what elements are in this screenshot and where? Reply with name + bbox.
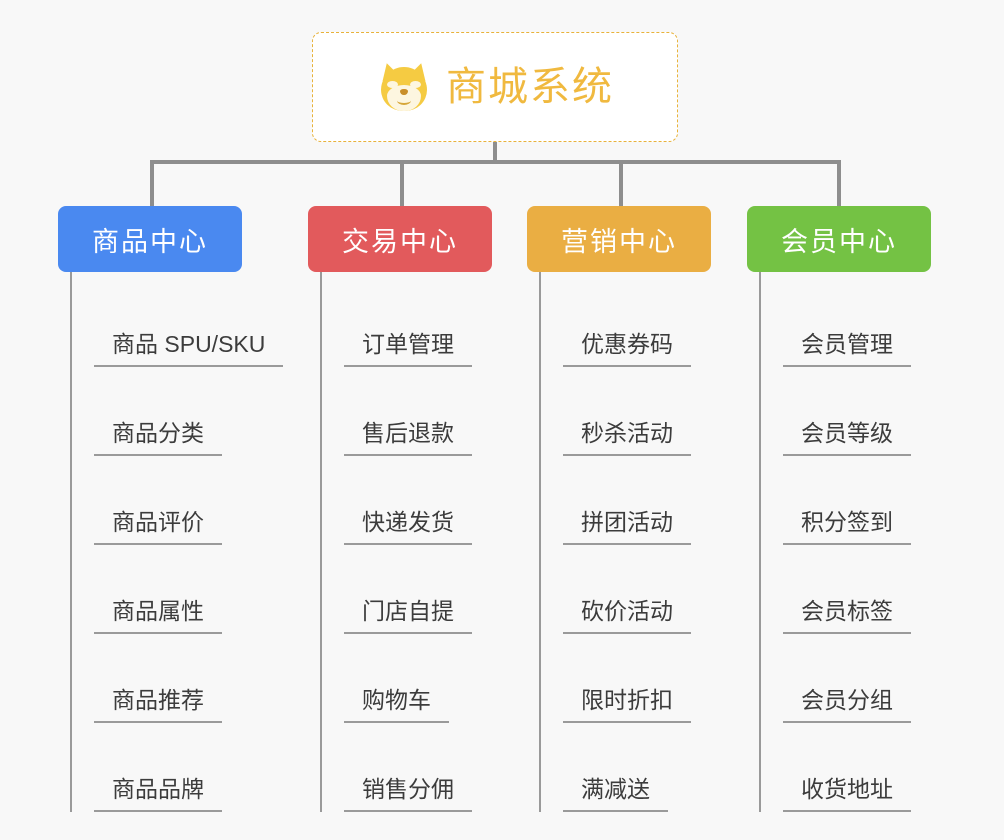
leaf-label: 砍价活动	[563, 600, 691, 634]
category-trade-center[interactable]: 交易中心	[308, 206, 492, 272]
leaf-label: 限时折扣	[563, 689, 691, 723]
leaf-list-trade-center: 订单管理 售后退款 快递发货 门店自提 购物车 销售分佣	[320, 272, 538, 812]
leaf-label: 快递发货	[344, 511, 472, 545]
leaf-list-member-center: 会员管理 会员等级 积分签到 会员标签 会员分组 收货地址	[759, 272, 977, 812]
leaf-label: 会员分组	[783, 689, 911, 723]
leaf-label: 购物车	[344, 689, 449, 723]
leaf-label: 订单管理	[344, 333, 472, 367]
leaf-label: 商品 SPU/SKU	[94, 333, 284, 367]
list-item[interactable]: 会员分组	[783, 634, 977, 723]
column-marketing-center: 营销中心 优惠券码 秒杀活动 拼团活动 砍价活动 限时折扣 满减送	[527, 206, 757, 812]
column-member-center: 会员中心 会员管理 会员等级 积分签到 会员标签 会员分组 收货地址	[747, 206, 977, 812]
leaf-label: 满减送	[563, 778, 668, 812]
leaf-label: 积分签到	[783, 511, 911, 545]
leaf-list-marketing-center: 优惠券码 秒杀活动 拼团活动 砍价活动 限时折扣 满减送	[539, 272, 757, 812]
category-label: 营销中心	[561, 226, 677, 257]
leaf-label: 优惠券码	[563, 333, 691, 367]
list-item[interactable]: 满减送	[563, 723, 757, 812]
shiba-dog-face-icon	[376, 60, 432, 113]
list-item[interactable]: 商品评价	[94, 456, 288, 545]
list-item[interactable]: 门店自提	[344, 545, 538, 634]
leaf-label: 商品推荐	[94, 689, 222, 723]
list-item[interactable]: 商品分类	[94, 367, 288, 456]
leaf-label: 商品品牌	[94, 778, 222, 812]
list-item[interactable]: 砍价活动	[563, 545, 757, 634]
category-label: 交易中心	[342, 226, 458, 257]
list-item[interactable]: 商品推荐	[94, 634, 288, 723]
leaf-list-product-center: 商品 SPU/SKU 商品分类 商品评价 商品属性 商品推荐 商品品牌	[70, 272, 288, 812]
leaf-label: 商品属性	[94, 600, 222, 634]
connector-drop-trade-center	[400, 160, 404, 208]
category-marketing-center[interactable]: 营销中心	[527, 206, 711, 272]
leaf-label: 拼团活动	[563, 511, 691, 545]
category-product-center[interactable]: 商品中心	[58, 206, 242, 272]
list-item[interactable]: 秒杀活动	[563, 367, 757, 456]
connector-drop-member-center	[837, 160, 841, 208]
list-item[interactable]: 会员管理	[783, 278, 977, 367]
list-item[interactable]: 购物车	[344, 634, 538, 723]
list-item[interactable]: 销售分佣	[344, 723, 538, 812]
connector-bus	[150, 160, 839, 164]
category-label: 商品中心	[92, 226, 208, 257]
column-product-center: 商品中心 商品 SPU/SKU 商品分类 商品评价 商品属性 商品推荐 商品品牌	[58, 206, 288, 812]
list-item[interactable]: 会员标签	[783, 545, 977, 634]
leaf-label: 秒杀活动	[563, 422, 691, 456]
leaf-label: 售后退款	[344, 422, 472, 456]
leaf-label: 门店自提	[344, 600, 472, 634]
connector-trunk	[493, 142, 497, 164]
category-member-center[interactable]: 会员中心	[747, 206, 931, 272]
list-item[interactable]: 商品品牌	[94, 723, 288, 812]
connector-drop-marketing-center	[619, 160, 623, 208]
list-item[interactable]: 限时折扣	[563, 634, 757, 723]
leaf-label: 会员标签	[783, 600, 911, 634]
category-label: 会员中心	[781, 226, 897, 257]
leaf-label: 会员等级	[783, 422, 911, 456]
leaf-label: 收货地址	[783, 778, 911, 812]
list-item[interactable]: 拼团活动	[563, 456, 757, 545]
leaf-label: 商品分类	[94, 422, 222, 456]
root-node[interactable]: 商城系统	[312, 32, 678, 142]
list-item[interactable]: 商品属性	[94, 545, 288, 634]
list-item[interactable]: 商品 SPU/SKU	[94, 278, 288, 367]
list-item[interactable]: 订单管理	[344, 278, 538, 367]
root-title: 商城系统	[446, 65, 614, 109]
leaf-label: 会员管理	[783, 333, 911, 367]
leaf-label: 销售分佣	[344, 778, 472, 812]
list-item[interactable]: 售后退款	[344, 367, 538, 456]
list-item[interactable]: 收货地址	[783, 723, 977, 812]
connector-drop-product-center	[150, 160, 154, 208]
column-trade-center: 交易中心 订单管理 售后退款 快递发货 门店自提 购物车 销售分佣	[308, 206, 538, 812]
list-item[interactable]: 快递发货	[344, 456, 538, 545]
leaf-label: 商品评价	[94, 511, 222, 545]
list-item[interactable]: 积分签到	[783, 456, 977, 545]
list-item[interactable]: 优惠券码	[563, 278, 757, 367]
list-item[interactable]: 会员等级	[783, 367, 977, 456]
